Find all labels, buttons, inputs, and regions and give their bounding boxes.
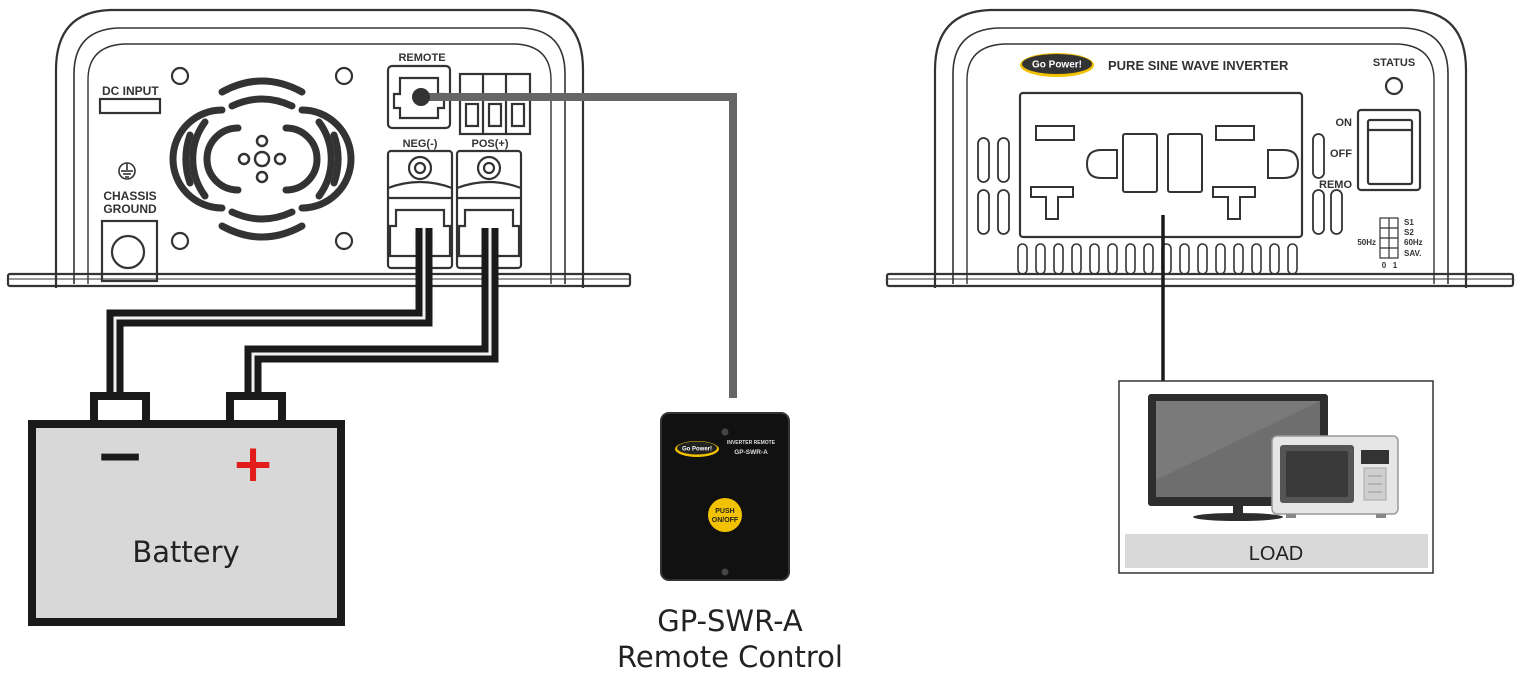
battery-label: Battery <box>132 535 239 569</box>
status-label: STATUS <box>1373 57 1415 69</box>
remote-model-label: GP-SWR-A <box>734 449 768 456</box>
screw-icon <box>334 231 354 251</box>
chassis-label: CHASSIS <box>103 189 156 203</box>
neg-terminal-label: NEG(-) <box>403 138 438 150</box>
go-power-logo-text: Go Power! <box>1032 60 1082 71</box>
remote-header: INVERTER REMOTE <box>727 440 776 446</box>
dip-s2-label: S2 <box>1404 228 1414 237</box>
left-vent-slots <box>977 137 1010 235</box>
battery-body <box>28 420 345 626</box>
pos-terminal <box>455 149 523 270</box>
remote-screw-icon <box>721 568 729 576</box>
push-button-label: PUSH <box>715 508 734 515</box>
screw-icon <box>334 66 354 86</box>
dip-zero-label: 0 <box>1382 261 1387 270</box>
ac-mounting-flange <box>885 272 1515 288</box>
battery-pos-symbol: + <box>231 434 275 494</box>
push-on-off-button[interactable] <box>708 498 742 532</box>
ac-outlet-right <box>1167 125 1300 220</box>
remote-cable <box>421 93 737 398</box>
neg-cable <box>106 228 433 398</box>
chassis-ground-terminal <box>100 219 159 283</box>
remo-label: REMO <box>1319 179 1352 191</box>
remote-plug-icon <box>412 88 430 106</box>
right-vent-slots <box>1312 133 1343 235</box>
dc-inverter-panel <box>6 8 632 288</box>
fan-grille-icon <box>169 77 355 241</box>
battery-cables <box>106 228 499 398</box>
screw-icon <box>170 66 190 86</box>
ac-housing-outline <box>933 8 1468 288</box>
dc-input-label: DC INPUT <box>102 84 159 98</box>
screw-icon <box>170 231 190 251</box>
dc-housing-outline <box>54 8 585 288</box>
dip-one-label: 1 <box>1393 261 1398 270</box>
remote-port-label: REMOTE <box>398 52 445 64</box>
battery-neg-symbol: − <box>95 421 145 491</box>
bottom-vent-slots <box>1017 243 1298 275</box>
remote-logo-text: Go Power! <box>682 447 712 453</box>
remote-caption-model: GP-SWR-A <box>657 604 803 638</box>
neg-cable-highlight <box>113 228 426 398</box>
dc-mounting-flange <box>6 272 632 288</box>
dip-50hz-label: 50Hz <box>1357 238 1376 247</box>
terminal-block <box>458 72 532 136</box>
remote-caption-name: Remote Control <box>617 640 843 674</box>
dip-switches <box>1379 217 1399 259</box>
pos-cable-highlight <box>251 228 492 398</box>
switch-off-label: OFF <box>1330 148 1352 160</box>
pos-terminal-label: POS(+) <box>472 138 509 150</box>
remote-body <box>660 412 790 581</box>
battery: − + Battery <box>28 392 345 626</box>
ac-outlet-left <box>1030 125 1158 220</box>
ground-symbol-icon <box>118 162 136 180</box>
load-box: LOAD <box>1118 380 1434 574</box>
ground-label: GROUND <box>103 202 157 216</box>
power-switch[interactable] <box>1356 108 1422 192</box>
switch-on-label: ON <box>1336 117 1353 129</box>
inverter-title: PURE SINE WAVE INVERTER <box>1108 58 1289 73</box>
load-label-band <box>1125 534 1428 568</box>
onoff-button-label: ON/OFF <box>712 517 739 524</box>
status-led-icon <box>1384 76 1404 96</box>
remote-control: Go Power! INVERTER REMOTE GP-SWR-A PUSH … <box>660 412 790 581</box>
ac-panel-labels: Go Power! PURE SINE WAVE INVERTER STATUS… <box>1020 53 1423 270</box>
remote-screw-icon <box>721 428 729 436</box>
ac-outlet-plate <box>1018 91 1304 239</box>
dip-60hz-label: 60Hz <box>1404 238 1423 247</box>
ac-inverter-panel <box>885 8 1515 288</box>
load-label: LOAD <box>1249 543 1303 565</box>
dip-s1-label: S1 <box>1404 218 1414 227</box>
dc-panel-labels: DC INPUT REMOTE NEG(-) POS(+) CHASSIS GR… <box>102 52 509 216</box>
microwave-icon <box>1271 435 1399 518</box>
dc-input-slot <box>98 97 162 115</box>
dip-sav-label: SAV. <box>1404 249 1421 258</box>
